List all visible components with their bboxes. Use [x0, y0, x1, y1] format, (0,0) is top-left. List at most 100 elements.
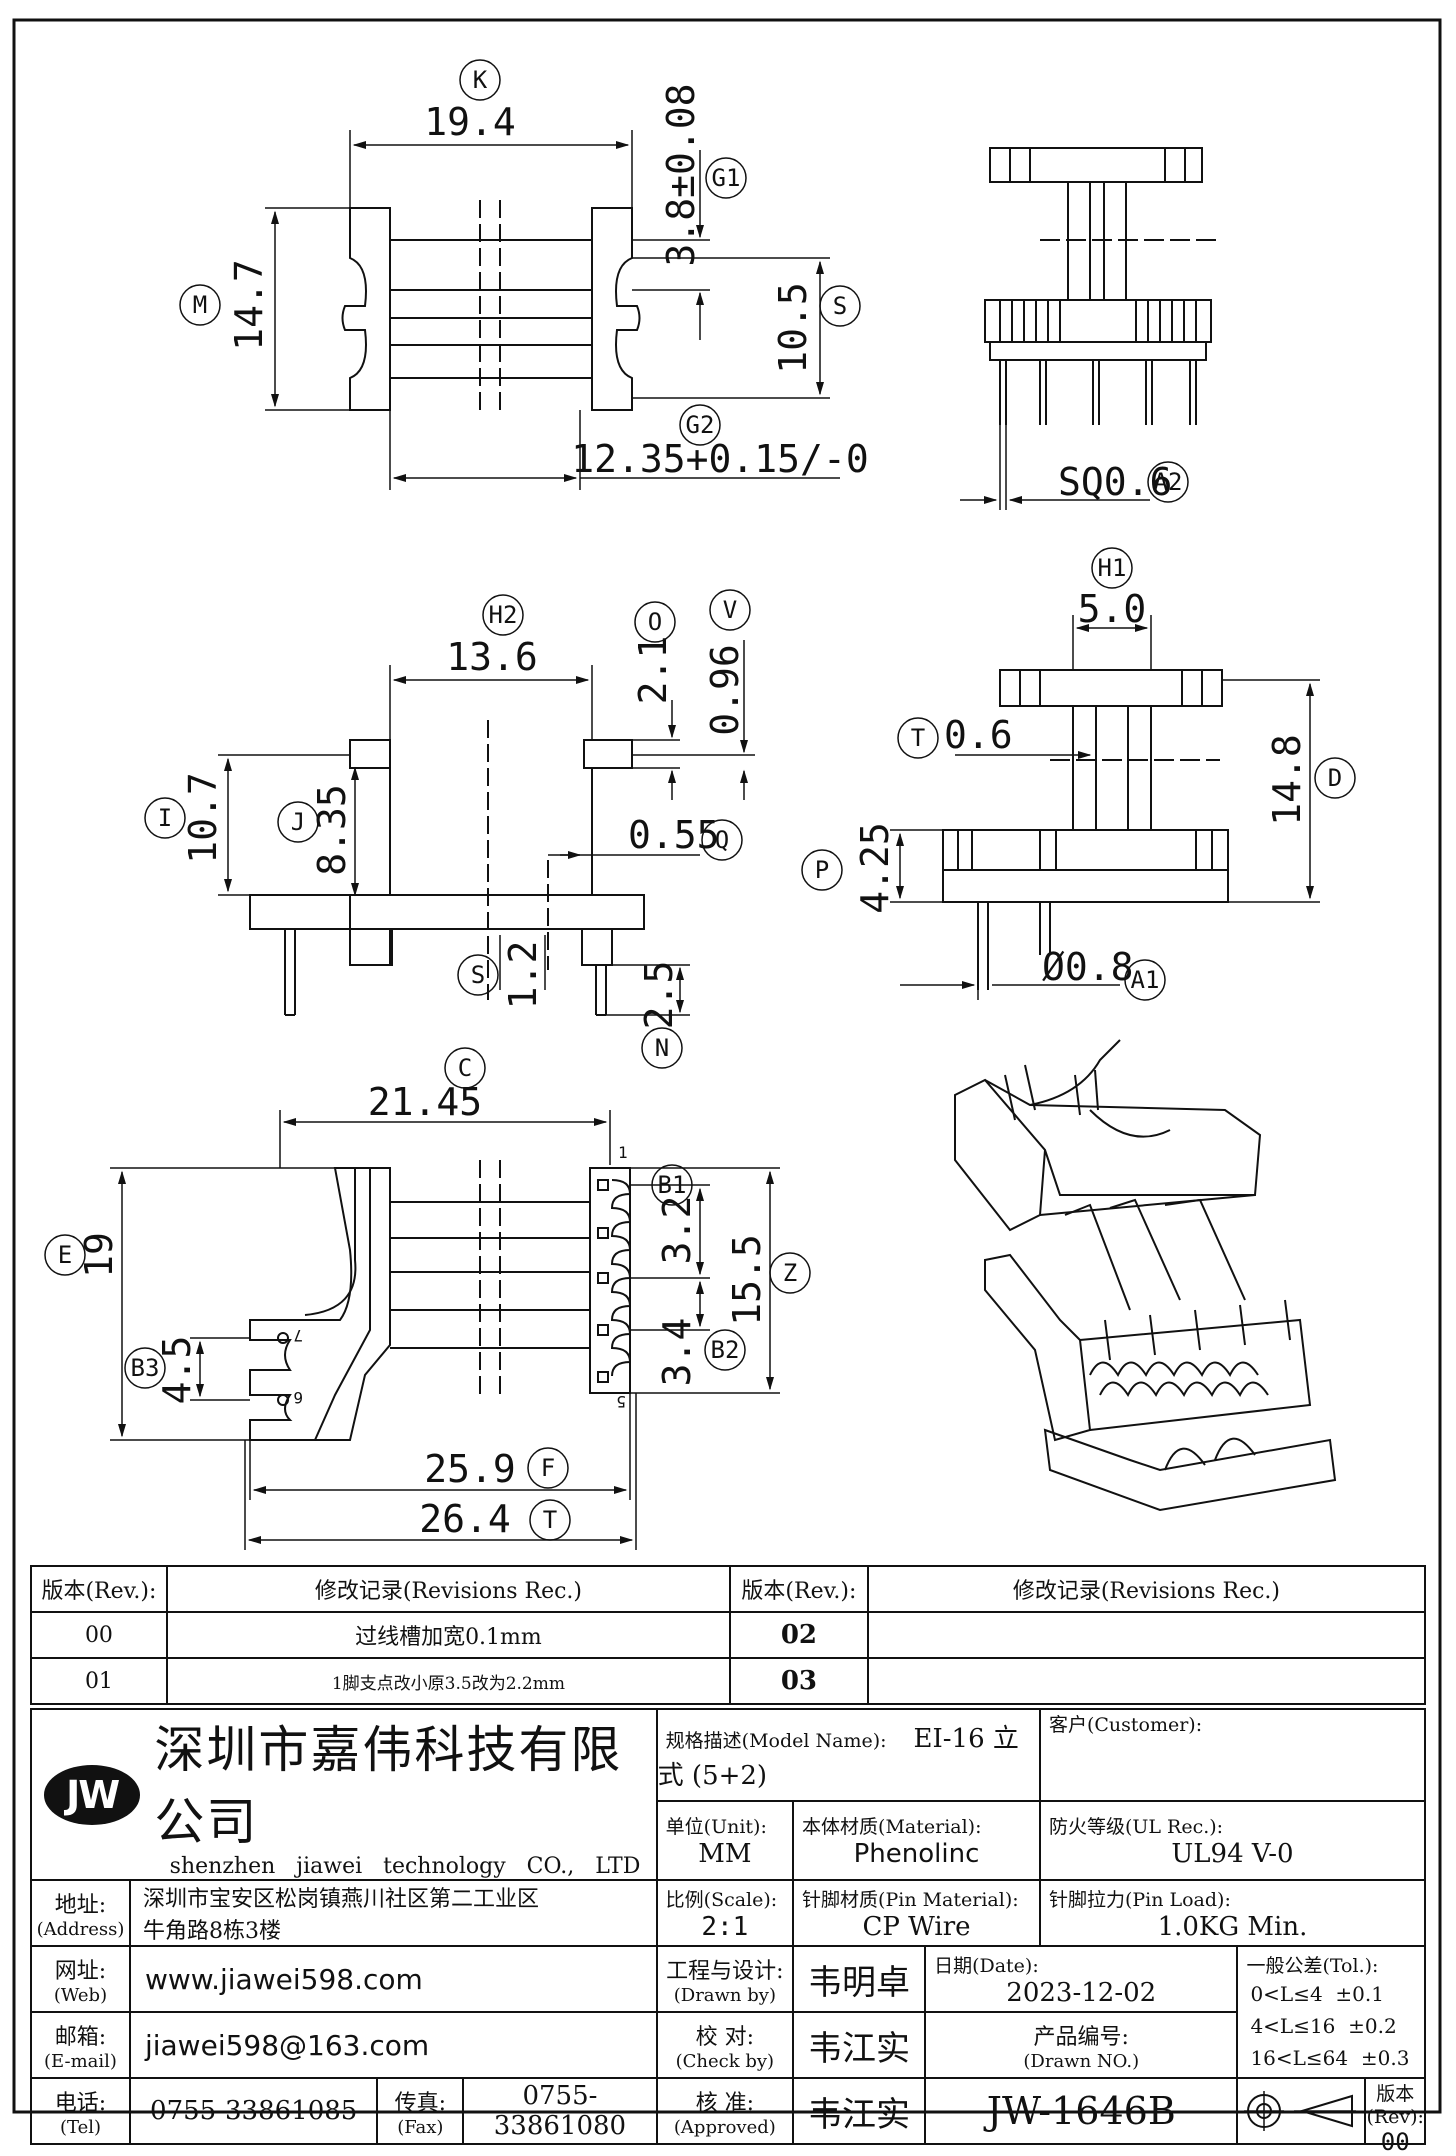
dim-h1: 5.0	[1078, 587, 1147, 631]
dim-n: 2.5	[637, 961, 681, 1030]
material-value: Phenolinc	[853, 1838, 980, 1869]
email-label: 邮箱:	[54, 2024, 107, 2050]
tol-value: ±0.3	[1360, 2046, 1410, 2070]
fax-label: 传真:	[394, 2090, 447, 2116]
label-g2: G2	[686, 411, 715, 439]
dim-b1: 3.2	[655, 1196, 699, 1265]
rev-cell: 01	[30, 1657, 168, 1705]
dim-t-bot: 26.4	[419, 1497, 511, 1541]
label-v: V	[723, 596, 737, 624]
drawing-no-label: 产品编号:	[1033, 2024, 1129, 2050]
projection-symbol	[1238, 2079, 1367, 2143]
label-a1: A1	[1131, 966, 1160, 994]
approved-value: 韦江实	[792, 2077, 927, 2145]
rev-cell-2: 03	[728, 1657, 869, 1705]
company-name-cn: 深圳市嘉伟科技有限公司	[154, 1721, 623, 1851]
label-o: O	[648, 608, 662, 636]
label-a2: A2	[1154, 468, 1183, 496]
address-line-1: 深圳市宝安区松岗镇燕川社区第二工业区	[142, 1887, 539, 1912]
ul-label: 防火等级(UL Rec.):	[1048, 1815, 1224, 1838]
company-name-en: shenzhen jiawei technology CO., LTD	[169, 1854, 641, 1879]
pin-number-1: 1	[618, 1143, 628, 1162]
company-cell: JW 深圳市嘉伟科技有限公司 shenzhen jiawei technolog…	[30, 1708, 658, 1881]
label-h2: H2	[489, 601, 518, 629]
check-label: 校 对:	[695, 2024, 755, 2050]
ul-value: UL94 V-0	[1171, 1838, 1294, 1869]
pin-material-value: CP Wire	[862, 1911, 971, 1942]
label-i: I	[158, 804, 172, 832]
label-s-mid: S	[471, 961, 485, 989]
web-label-en: (Web)	[53, 1984, 108, 2006]
check-value: 韦江实	[792, 2011, 927, 2079]
address-line-2: 牛角路8栋3楼	[142, 1919, 281, 1944]
model-value: EI-16 立式 (5+2)	[657, 1723, 1019, 1791]
drawing-no-value: JW-1646B	[924, 2077, 1239, 2145]
pin-number-7: 7	[293, 1326, 303, 1345]
dim-h2: 13.6	[446, 635, 538, 679]
pin-number-6: 6	[293, 1388, 303, 1407]
web-label: 网址:	[54, 1958, 107, 1984]
top-view	[265, 130, 840, 490]
model-label: 规格描述(Model Name):	[665, 1729, 887, 1752]
label-h1: H1	[1098, 554, 1127, 582]
tol-range: 4<L≤16	[1250, 2014, 1336, 2038]
label-e: E	[58, 1241, 72, 1269]
label-g1: G1	[712, 164, 741, 192]
dim-a1: Ø0.8	[1042, 945, 1134, 989]
dim-m: 14.7	[227, 259, 271, 351]
label-t-bot: T	[543, 1506, 557, 1534]
dim-t-mid: 0.6	[944, 713, 1013, 757]
scale-label: 比例(Scale):	[665, 1888, 778, 1911]
tol-row: 0<L≤4 ±0.1	[1250, 1978, 1424, 2010]
label-f: F	[541, 1454, 555, 1482]
drawing-no-label-en: (Drawn NO.)	[1023, 2050, 1140, 2072]
customer-label: 客户(Customer):	[1048, 1714, 1203, 1736]
dim-c: 21.45	[368, 1080, 482, 1124]
dim-j: 8.35	[310, 784, 354, 876]
dim-k: 19.4	[424, 100, 516, 144]
unit-value: MM	[698, 1838, 752, 1869]
tel-label: 电话:	[54, 2090, 107, 2116]
label-q: Q	[715, 826, 729, 854]
pin-load-value: 1.0KG Min.	[1157, 1911, 1308, 1942]
email-link[interactable]: jiawei598@163.com	[144, 2028, 430, 2062]
rec-header-2: 修改记录(Revisions Rec.)	[866, 1565, 1427, 1613]
rev-header: 版本(Rev.):	[30, 1565, 168, 1613]
rev-value: 00	[1380, 2128, 1410, 2156]
title-block: JW 深圳市嘉伟科技有限公司 shenzhen jiawei technolog…	[30, 1708, 1427, 2156]
dim-d: 14.8	[1265, 734, 1309, 826]
dim-g2: 12.35+0.15/-0	[571, 437, 868, 481]
revision-row: 00 过线槽加宽0.1mm 02	[30, 1611, 1427, 1659]
tol-label: 一般公差(Tol.):	[1246, 1955, 1379, 1977]
dim-b3: 4.5	[155, 1336, 199, 1405]
web-link[interactable]: www.jiawei598.com	[144, 1962, 423, 1996]
check-label-en: (Check by)	[675, 2050, 775, 2072]
tol-row: 4<L≤16 ±0.2	[1250, 2010, 1424, 2042]
label-t-mid: T	[911, 724, 925, 752]
first-angle-projection-icon	[1244, 2091, 1357, 2131]
tol-value: ±0.2	[1348, 2014, 1397, 2038]
rec-header: 修改记录(Revisions Rec.)	[165, 1565, 731, 1613]
label-b3: B3	[131, 1354, 160, 1382]
rev-label: 版本(Rev):	[1366, 2083, 1424, 2128]
label-c: C	[458, 1054, 472, 1082]
date-label: 日期(Date):	[934, 1954, 1039, 1977]
dim-g1: 3.8±0.08	[659, 83, 703, 266]
label-s-top: S	[833, 292, 847, 320]
approved-label-en: (Approved)	[673, 2116, 776, 2138]
revision-row: 01 1脚支点改小原3.5改为2.2mm 03	[30, 1657, 1427, 1705]
tol-range: 0<L≤4	[1250, 1982, 1323, 2006]
label-b1: B1	[658, 1171, 687, 1199]
email-label-en: (E-mail)	[44, 2050, 117, 2072]
dim-b2: 3.4	[655, 1318, 699, 1387]
isometric-view	[954, 1039, 1337, 1512]
fax-label-en: (Fax)	[397, 2116, 444, 2138]
date-value: 2023-12-02	[1006, 1977, 1157, 2008]
dim-o: 2.1	[631, 636, 675, 705]
rec-cell: 过线槽加宽0.1mm	[165, 1611, 731, 1659]
address-label: 地址:	[54, 1892, 107, 1918]
drawn-label: 工程与设计:	[666, 1958, 784, 1984]
tel-label-en: (Tel)	[59, 2116, 102, 2138]
label-n: N	[655, 1034, 669, 1062]
tel-value: 0755-33861085	[128, 2077, 379, 2145]
